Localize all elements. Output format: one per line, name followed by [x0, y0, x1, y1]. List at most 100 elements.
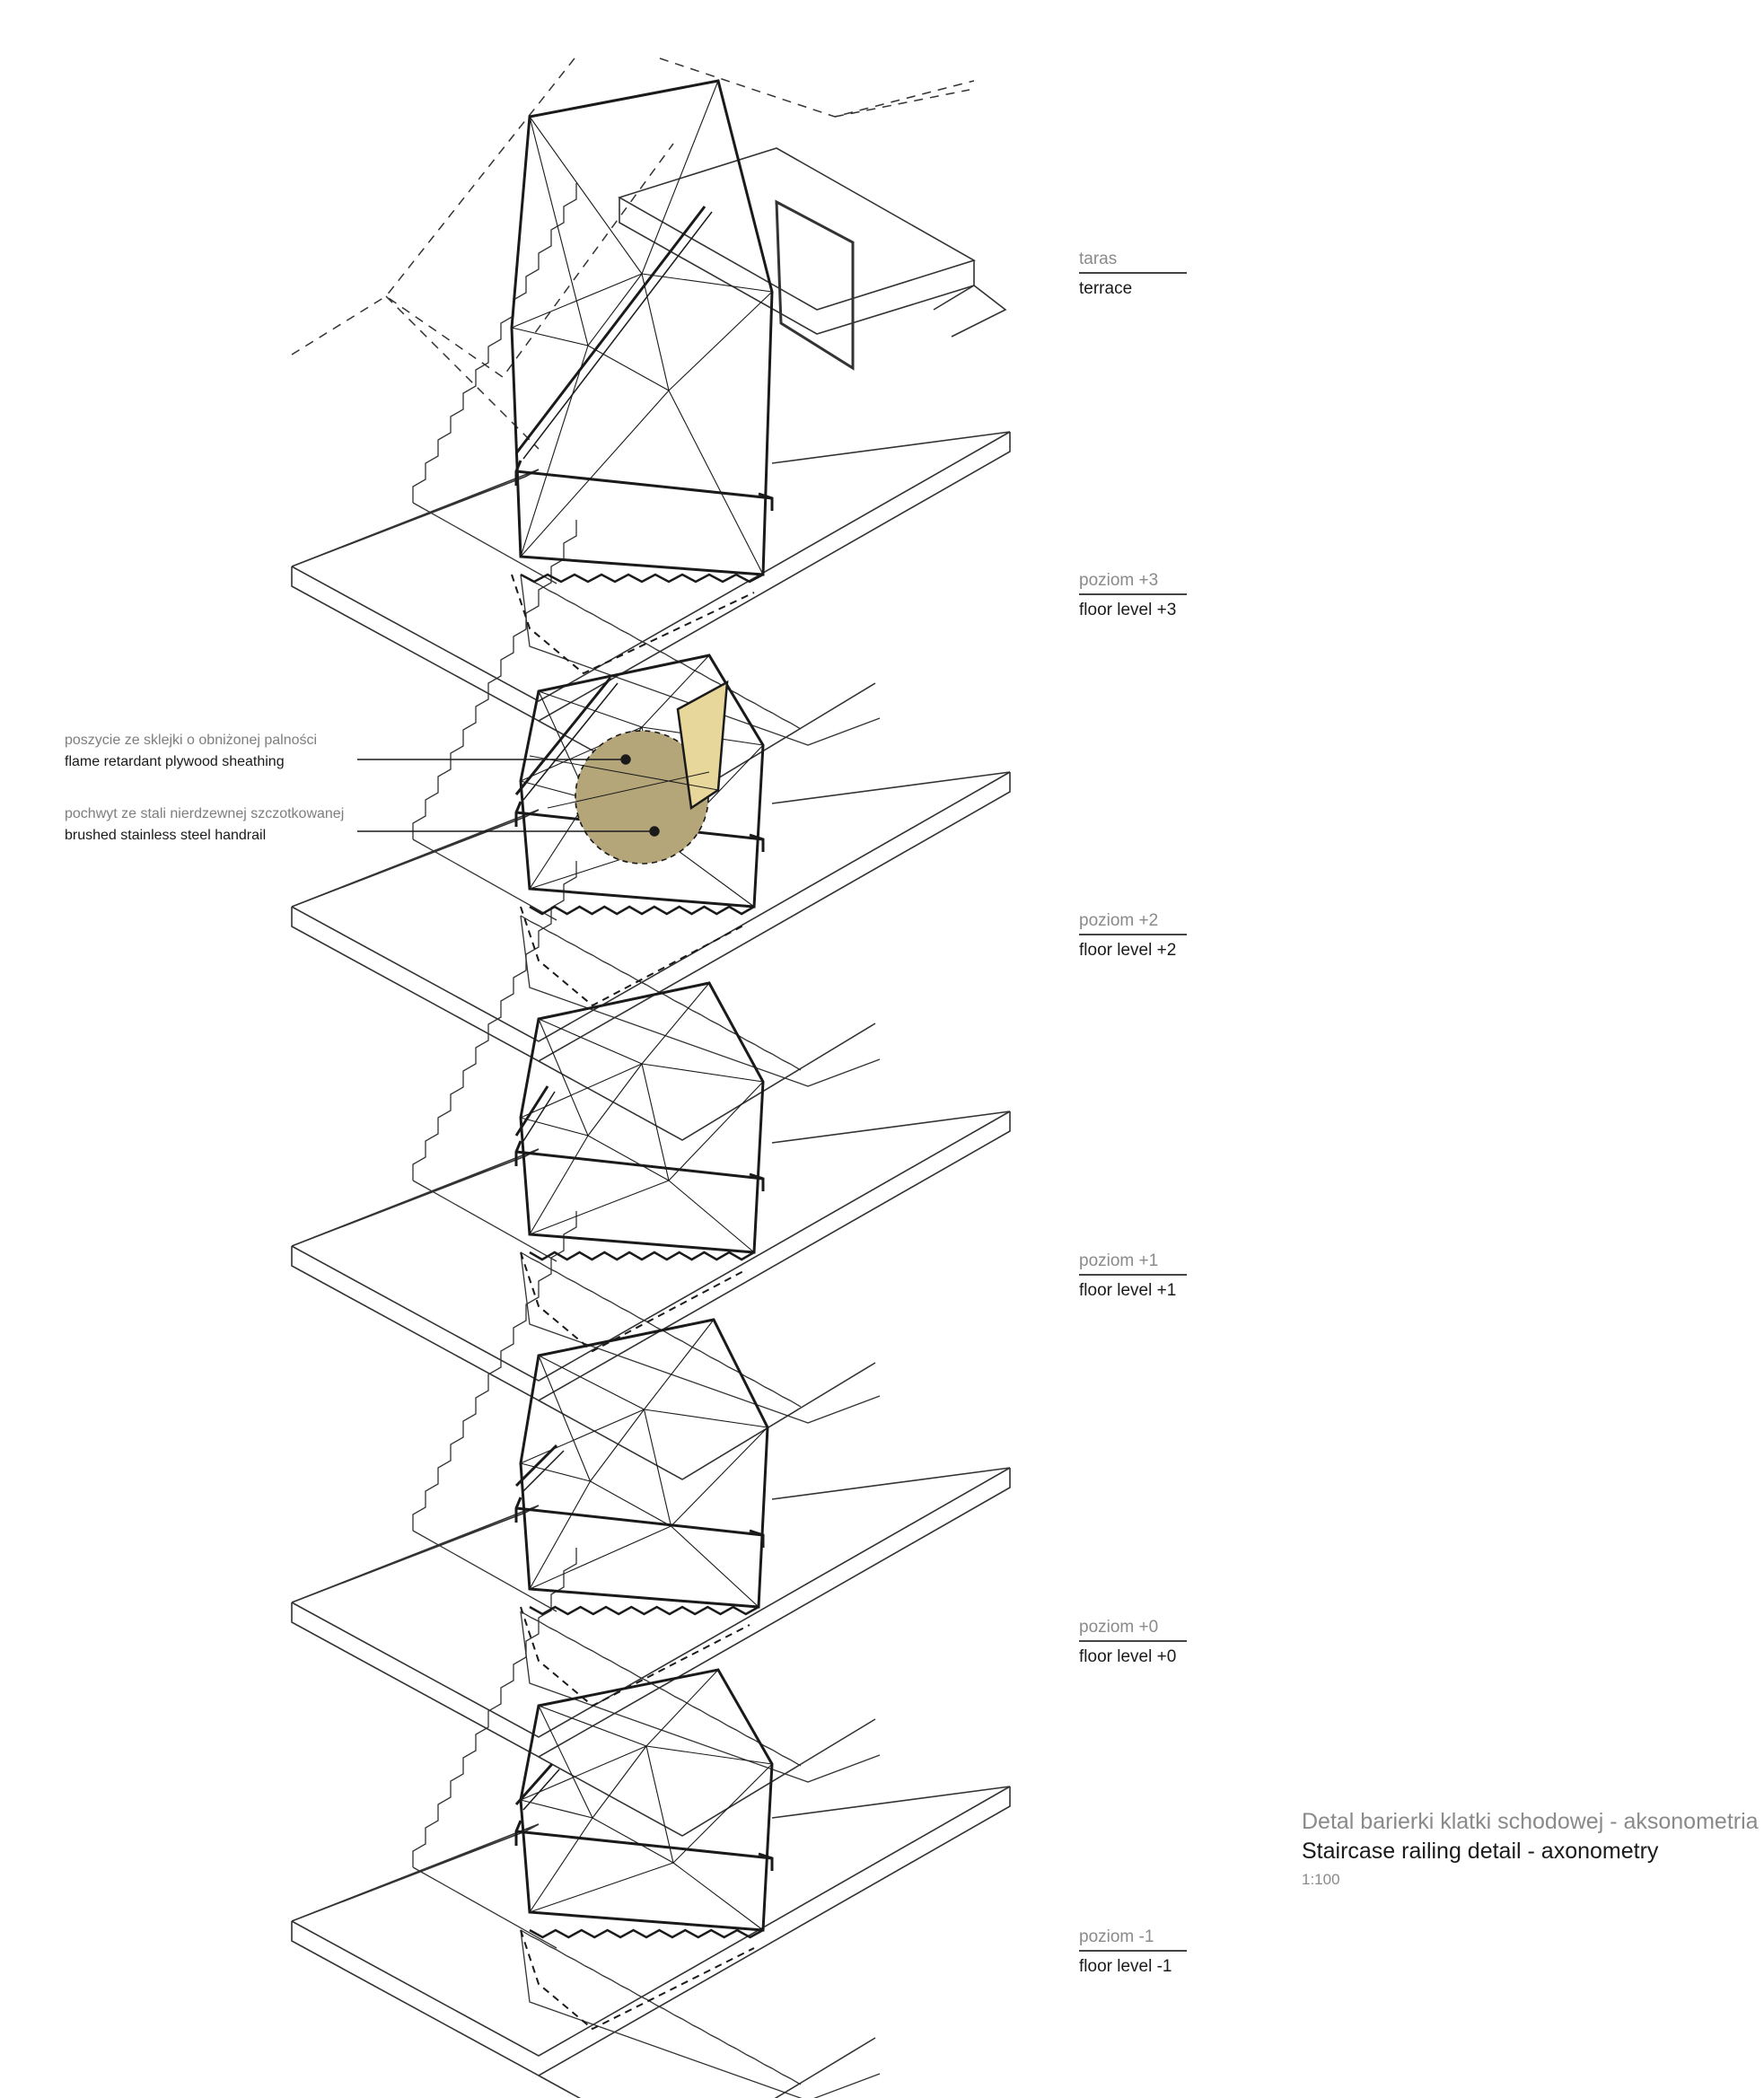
handrail-bar: [515, 1830, 773, 1860]
slab-thickness: [291, 1111, 1011, 1401]
railing-facet: [645, 1745, 773, 1765]
railing-facet: [645, 1745, 674, 1864]
drawing-title-block: Detal barierki klatki schodowej - aksono…: [1302, 1807, 1759, 1893]
callout-label-pl: poszycie ze sklejki o obniżonej palności: [65, 733, 318, 748]
callout-stainless-handrail: pochwyt ze stali nierdzewnej szczotkowan…: [65, 803, 344, 847]
railing-panel: [510, 79, 774, 675]
terrace-dashed-outline: [291, 57, 975, 450]
railing-facet: [538, 1705, 593, 1819]
railing-panel: [519, 1668, 774, 2031]
railing-facet: [587, 273, 643, 347]
handrail-edge: [522, 1091, 556, 1142]
handrail-bracket: [758, 1852, 774, 1871]
callout-label-en: flame retardant plywood sheathing: [65, 754, 285, 769]
railing-facet: [511, 273, 643, 329]
railing-facet: [529, 1817, 593, 1913]
slab-front: [291, 771, 1011, 1042]
callout-plywood-sheathing: poszycie ze sklejki o obniżonej palności…: [65, 730, 317, 773]
railing-dashed-fold: [520, 1929, 755, 2031]
slab-edge: [291, 469, 540, 567]
railing-facet: [672, 1763, 773, 1864]
slab-thickness: [291, 1468, 1011, 1758]
level-label-terrace: taras terrace: [1079, 248, 1187, 301]
railing-facet: [668, 390, 764, 575]
handrail-bracket: [749, 1529, 765, 1548]
stair-soffit: [520, 1611, 881, 1783]
stair-stringer: [412, 838, 557, 921]
stair-steps: [412, 861, 577, 1181]
handrail-bar: [514, 1085, 549, 1137]
railing-facet: [538, 1018, 589, 1137]
level-label-en: floor level +2: [1079, 934, 1187, 962]
handrail-bracket: [514, 1820, 522, 1846]
highlight-circle: [529, 680, 729, 865]
stair-stringer: [412, 502, 557, 584]
railing-facet: [538, 1355, 645, 1410]
stair-steps: [520, 574, 802, 730]
railing-facet: [520, 1409, 645, 1464]
handrail-diagonal: [514, 206, 713, 460]
handrail-bar: [514, 206, 706, 454]
slab-back: [771, 1786, 1011, 1819]
railing-facet: [668, 1180, 755, 1253]
level-label-en: terrace: [1079, 272, 1187, 301]
railing-facet: [529, 116, 589, 347]
callout-label-pl: pochwyt ze stali nierdzewnej szczotkowan…: [65, 806, 345, 821]
railing-facet: [520, 345, 589, 557]
slab-front: [291, 1110, 1011, 1382]
railing-facet: [592, 1817, 674, 1864]
handrail-edge: [522, 211, 713, 460]
railing-panel: [519, 1318, 769, 1707]
railing-facet: [538, 1705, 647, 1747]
handrail-bracket: [514, 460, 522, 486]
handrail-bar: [515, 470, 773, 500]
stair-flight: [412, 1548, 577, 1949]
handrail-edge: [522, 1769, 560, 1811]
stair-steps: [412, 1548, 577, 1867]
handrail-bar: [514, 677, 612, 795]
railing-facet: [587, 1063, 643, 1137]
railing-facet: [529, 116, 643, 275]
slab-underside: [538, 2037, 876, 2098]
stair-flight-lower: [520, 915, 881, 1087]
stair-flight-lower: [520, 1929, 881, 2098]
handrail: [514, 1497, 765, 1548]
railing-outline: [510, 79, 774, 576]
railing-facet: [641, 654, 710, 728]
slab-edge: [291, 1505, 540, 1603]
handrail-bracket: [514, 1497, 522, 1523]
level-label-en: floor level +0: [1079, 1640, 1187, 1669]
level-label-en: floor level -1: [1079, 1950, 1187, 1979]
floor-slab: [291, 1786, 1011, 2098]
handrails: [514, 206, 774, 1871]
handrail: [514, 1140, 765, 1191]
railing-sawtooth: [529, 905, 755, 916]
railing-facet: [520, 1063, 643, 1119]
railing-panel: [519, 981, 765, 1353]
railing-facet: [641, 1063, 670, 1181]
slab-underside: [538, 1023, 876, 1141]
stair-steps: [412, 520, 577, 839]
handrail-diagonal: [514, 677, 619, 801]
railing-facet: [641, 80, 719, 275]
handrail: [514, 460, 774, 511]
level-label-plus0: poziom +0 floor level +0: [1079, 1616, 1187, 1669]
handrail-bar: [515, 1506, 764, 1537]
railing-facet: [520, 1799, 593, 1819]
stair-stringer: [412, 1866, 557, 1949]
railing-facet: [644, 1409, 768, 1428]
railing-facet: [529, 1135, 589, 1235]
handrail-bracket: [749, 1172, 765, 1191]
level-label-pl: poziom +1: [1079, 1251, 1159, 1270]
railing-facet: [529, 1480, 591, 1590]
railing-facet: [641, 1063, 764, 1083]
stair-soffit: [520, 1929, 881, 2098]
stair-stringer: [412, 1530, 557, 1612]
railing-sawtooth: [529, 1928, 764, 1939]
slab-edge: [291, 1823, 540, 1922]
slab-back: [771, 1110, 1011, 1144]
slab-front: [291, 1786, 1011, 2057]
railing-sawtooth: [529, 1251, 755, 1261]
railing-facet: [587, 1135, 670, 1181]
railing-facet: [645, 1669, 719, 1747]
